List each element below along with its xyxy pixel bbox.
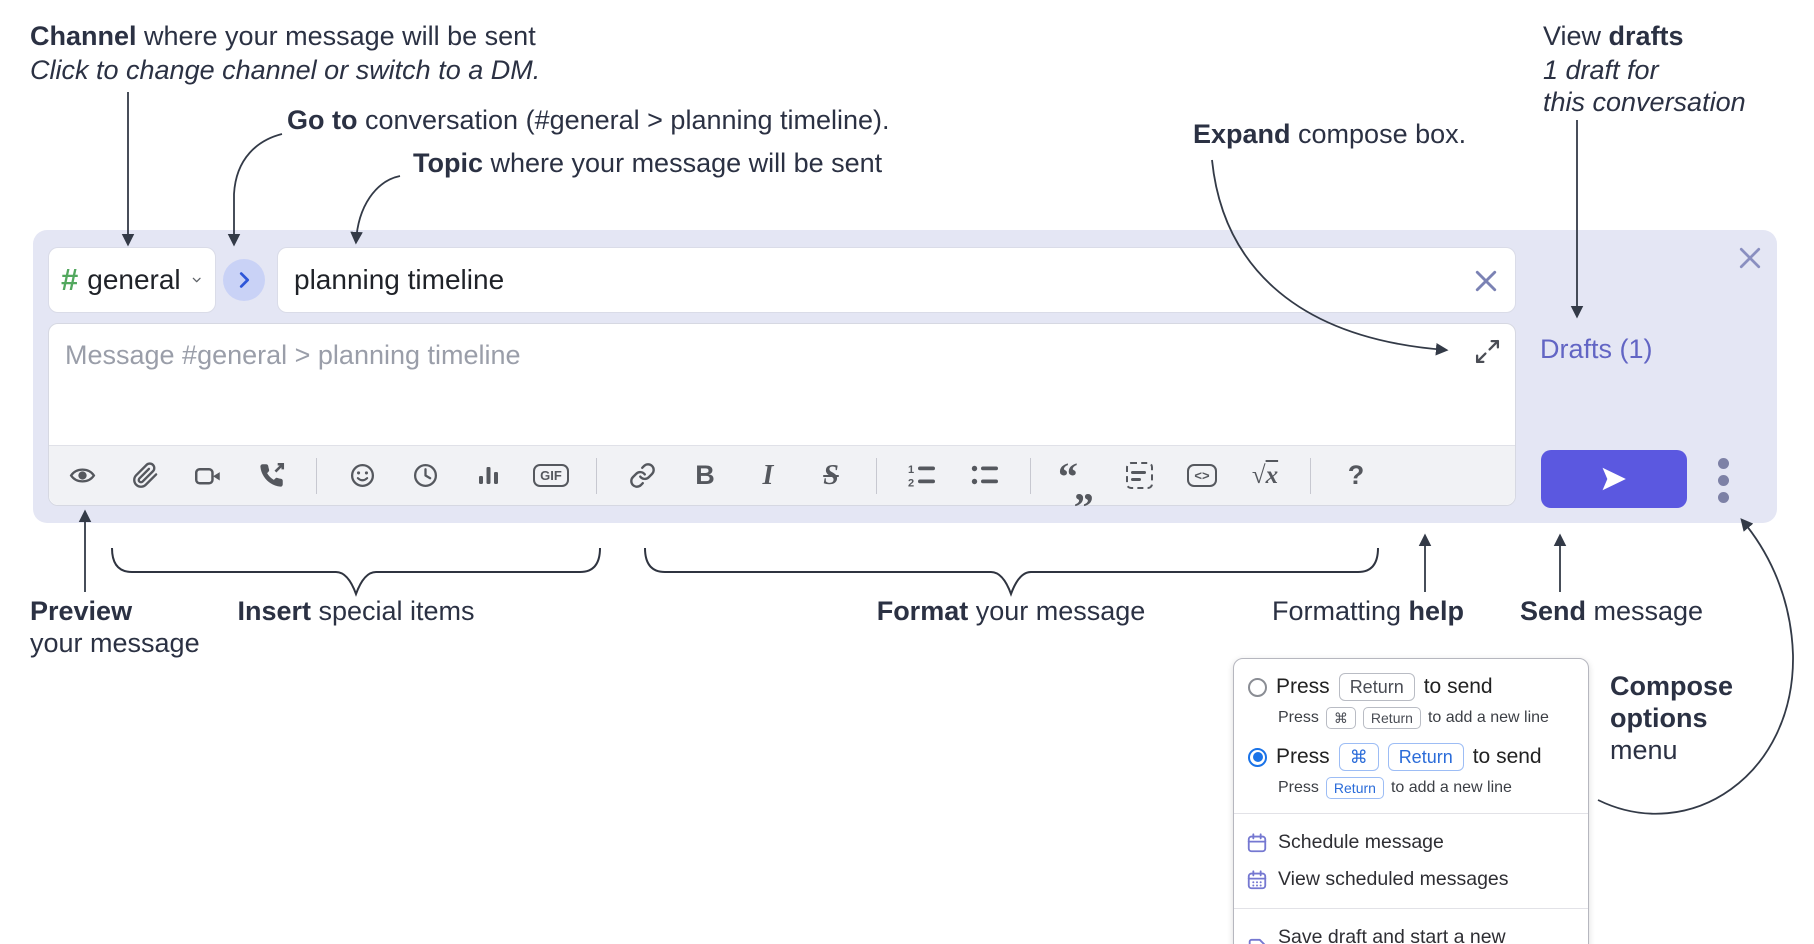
poll-bar-chart-icon[interactable]	[465, 454, 511, 498]
message-box[interactable]: Message #general > planning timeline	[48, 323, 1516, 506]
arrow-goto	[227, 133, 283, 247]
spoiler-icon[interactable]	[1116, 454, 1162, 498]
drafts-link[interactable]: Drafts (1)	[1540, 334, 1653, 364]
strikethrough-icon[interactable]: S	[808, 454, 854, 498]
calendar-dots-icon	[1247, 869, 1267, 889]
option-enter-sends[interactable]: Press Return to send	[1234, 671, 1588, 703]
annotation-topic: Topic where your message will be sent	[413, 148, 883, 178]
kbd-return: Return	[1338, 673, 1415, 701]
draft-file-check-icon	[1248, 938, 1266, 944]
emoji-smiley-icon[interactable]	[339, 454, 385, 498]
kbd-return: Return	[1387, 743, 1464, 771]
option-cmd-enter-sends-subtext: Press Return to add a new line	[1234, 773, 1588, 803]
radio-selected-icon[interactable]	[1248, 747, 1267, 767]
brace-insert-group	[111, 547, 601, 597]
toolbar-divider	[316, 457, 317, 494]
arrow-compose-options	[1597, 518, 1794, 815]
label-compose-options: Compose	[1610, 671, 1734, 701]
label-format: Format your message	[876, 596, 1146, 626]
preview-eye-icon[interactable]	[59, 454, 105, 498]
menu-item-save-draft[interactable]: Save draft and start a new message	[1234, 919, 1588, 944]
svg-text:2: 2	[908, 478, 914, 490]
menu-item-schedule-message[interactable]: Schedule message	[1234, 824, 1588, 861]
annotation-channel-line2: Click to change channel or switch to a D…	[30, 55, 541, 85]
toolbar-divider	[876, 457, 877, 494]
label-formatting-help: Formatting help	[1272, 596, 1465, 626]
help-icon[interactable]: ?	[1333, 454, 1379, 498]
label-preview: Preview	[30, 596, 133, 626]
option-enter-sends-subtext: Press ⌘ Return to add a new line	[1234, 703, 1588, 733]
annotation-view-drafts: View drafts	[1543, 21, 1684, 51]
brace-format-group	[644, 547, 1379, 597]
annotation-channel: Channel where your message will be sent	[30, 21, 536, 51]
radio-unselected-icon[interactable]	[1248, 677, 1267, 697]
bulleted-list-icon[interactable]	[962, 454, 1008, 498]
close-compose-icon[interactable]	[1735, 243, 1765, 273]
quote-icon[interactable]: “„	[1053, 454, 1099, 506]
kbd-return: Return	[1325, 777, 1384, 799]
send-plane-icon	[1602, 467, 1626, 491]
kbd-cmd: ⌘	[1325, 707, 1356, 729]
annotation-view-drafts-line2: 1 draft for	[1543, 55, 1659, 85]
kbd-return: Return	[1362, 707, 1421, 729]
chevron-down-icon	[192, 277, 201, 283]
annotation-goto: Go to conversation (#general > planning …	[287, 105, 890, 135]
code-icon[interactable]: <>	[1179, 454, 1225, 498]
label-preview-line2: your message	[30, 628, 200, 658]
video-camera-icon[interactable]	[185, 454, 231, 498]
channel-hash-icon: #	[61, 262, 79, 297]
compose-box: # general planning timeline Message #gen…	[33, 230, 1777, 523]
svg-text:1: 1	[908, 464, 914, 476]
menu-item-view-scheduled[interactable]: View scheduled messages	[1234, 861, 1588, 898]
time-clock-icon[interactable]	[402, 454, 448, 498]
kbd-cmd: ⌘	[1338, 743, 1379, 771]
send-button[interactable]	[1541, 450, 1687, 508]
annotation-expand: Expand compose box.	[1193, 119, 1467, 149]
bold-icon[interactable]: B	[682, 454, 728, 498]
go-to-conversation-button[interactable]	[223, 259, 265, 301]
italic-icon[interactable]: I	[745, 454, 791, 498]
expand-compose-icon[interactable]	[1474, 338, 1501, 365]
attach-paperclip-icon[interactable]	[122, 454, 168, 498]
toolbar-divider	[1310, 457, 1311, 494]
label-send-message: Send message	[1520, 596, 1704, 626]
chevron-right-icon	[239, 272, 250, 288]
toolbar-divider	[596, 457, 597, 494]
channel-name: general	[87, 264, 181, 295]
clear-topic-icon[interactable]	[1471, 266, 1501, 296]
message-placeholder: Message #general > planning timeline	[65, 340, 521, 370]
label-compose-options-line3: menu	[1610, 735, 1678, 765]
link-icon[interactable]	[619, 454, 665, 498]
calendar-icon	[1247, 832, 1267, 852]
menu-divider	[1234, 908, 1588, 909]
annotation-view-drafts-line3: this conversation	[1543, 87, 1746, 117]
math-icon[interactable]: √x	[1242, 454, 1288, 498]
compose-options-ellipsis-icon[interactable]	[1712, 458, 1734, 503]
topic-input[interactable]: planning timeline	[277, 247, 1516, 313]
toolbar-divider	[1030, 457, 1031, 494]
option-cmd-enter-sends[interactable]: Press ⌘ Return to send	[1234, 741, 1588, 773]
channel-selector[interactable]: # general	[48, 247, 216, 313]
phone-call-icon[interactable]	[248, 454, 294, 498]
menu-divider	[1234, 813, 1588, 814]
label-compose-options-line2: options	[1610, 703, 1708, 733]
topic-value: planning timeline	[294, 264, 505, 295]
gif-icon[interactable]: GIF	[528, 454, 574, 498]
label-insert: Insert special items	[237, 596, 475, 626]
compose-options-menu: Press Return to send Press ⌘ Return to a…	[1233, 658, 1589, 944]
